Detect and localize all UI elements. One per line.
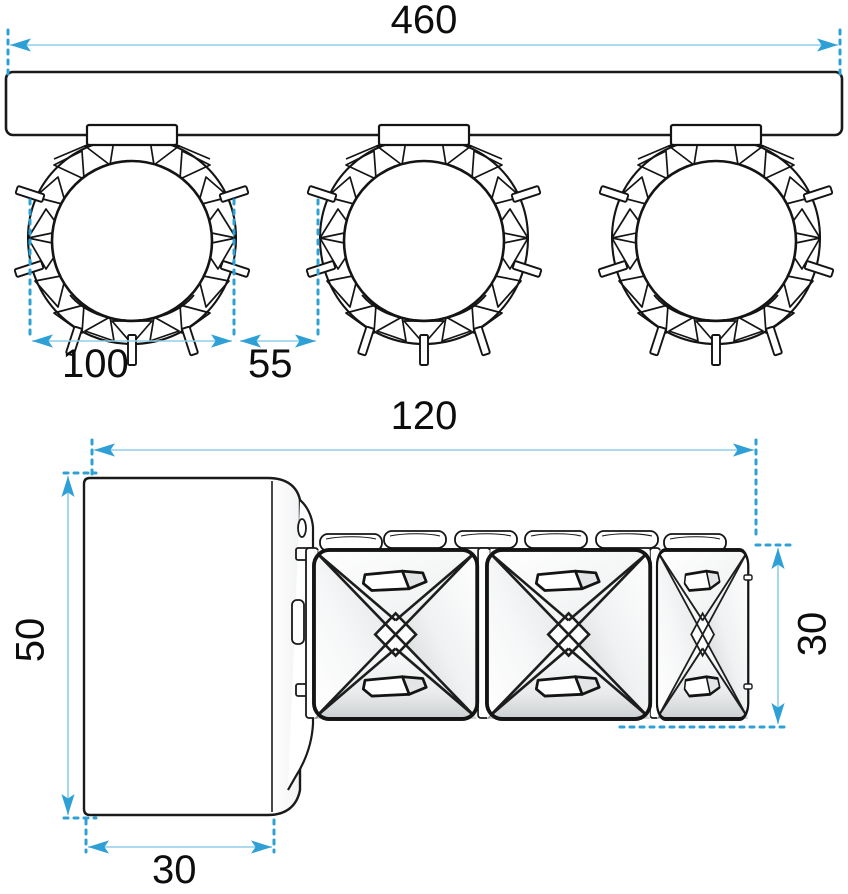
dimension-55-ring-gap	[240, 198, 320, 348]
crystal-block-2	[485, 548, 653, 721]
dimension-label-50: 50	[8, 617, 53, 663]
dimension-100-ring-diameter	[28, 198, 236, 348]
crystal-top-rail-3	[454, 530, 518, 549]
crystal-block-1	[312, 548, 480, 721]
dimension-30-crystal-height	[618, 543, 792, 729]
dimension-30-base-depth	[84, 818, 276, 854]
dimension-label-30-base: 30	[152, 848, 197, 892]
base-plate	[82, 476, 302, 817]
crystal-side-pin	[743, 574, 753, 690]
dimension-50-base-height	[61, 471, 98, 820]
dimension-460-overall-width	[6, 28, 842, 78]
dimension-label-120: 120	[390, 394, 458, 438]
crystal-ring-3	[597, 123, 835, 367]
screw-boss	[297, 518, 307, 538]
dimension-120-overall-depth	[90, 438, 758, 542]
crystal-top-rail-5	[595, 530, 659, 549]
crystal-ring-2	[305, 123, 543, 367]
crystal-block-3	[655, 548, 751, 721]
dimension-label-55: 55	[248, 342, 293, 386]
side-view-group	[61, 438, 792, 854]
dimension-label-100: 100	[62, 342, 129, 386]
crystal-ring-1	[13, 123, 251, 367]
front-view-group	[4, 28, 844, 367]
dimension-label-460: 460	[390, 0, 458, 42]
dimension-label-30-crystal: 30	[790, 611, 835, 657]
crystal-top-rail-4	[524, 530, 588, 549]
crystal-top-rail-2	[383, 530, 447, 549]
